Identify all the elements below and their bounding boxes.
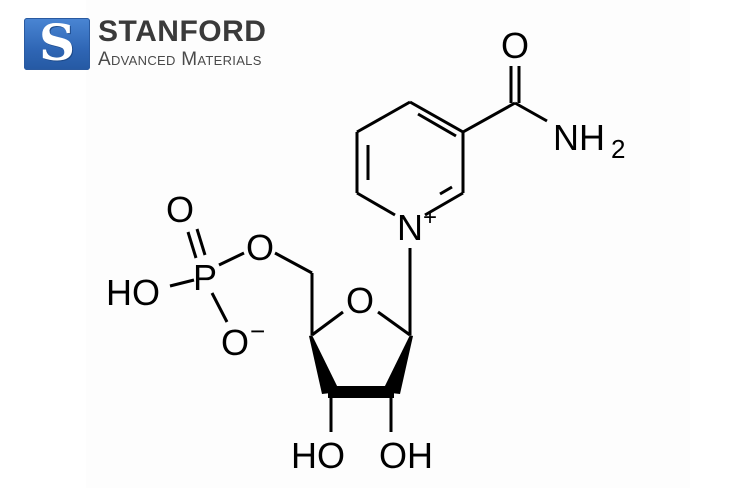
bond-p-o-double-b	[195, 228, 207, 256]
atom-ribose-ring-o: O	[346, 280, 374, 321]
bond-p-o-double-a	[186, 231, 198, 259]
atom-pyridinium-charge: +	[423, 204, 437, 231]
wedge-c1-c2	[382, 335, 413, 394]
atom-amide-nh: NH	[553, 117, 605, 158]
bond-p-ominus	[210, 292, 229, 323]
bond-ring-c5-c4	[409, 100, 464, 134]
atom-phosphate-bridge-o: O	[246, 227, 274, 268]
bond-ring-carbonyl	[462, 101, 516, 134]
bond-ring-double-inner	[417, 112, 457, 138]
atom-phosphorus: P	[193, 257, 217, 298]
diagram-background	[86, 0, 690, 488]
bond-o-p	[218, 251, 245, 267]
atom-pyridinium-n: N	[397, 207, 423, 248]
bond-ring-c6-c5	[356, 100, 411, 134]
bonds	[169, 66, 548, 432]
bond-c-n-amide	[514, 101, 548, 123]
wedge-c4-c3	[309, 335, 340, 394]
bond-p-oh	[169, 278, 195, 288]
logo-company-subtitle: Advanced Materials	[98, 49, 262, 70]
atom-carbonyl-o: O	[501, 25, 529, 66]
atom-phosphate-top-o: O	[166, 189, 194, 230]
bond-c5-o	[274, 251, 313, 275]
wedge-bonds	[309, 335, 413, 398]
bond-ring-c2-n	[424, 191, 464, 217]
atom-c2-hydroxyl: OH	[379, 435, 433, 476]
atom-phosphate-charge: −	[250, 316, 265, 346]
stanford-advanced-materials-logo: S STANFORD Advanced Materials	[24, 13, 344, 74]
atom-amide-subscript: 2	[611, 134, 625, 164]
atom-c3-hydroxyl: HO	[291, 435, 345, 476]
atom-phosphate-o-minus: O	[221, 322, 249, 363]
bond-c1-ringo	[377, 310, 411, 337]
logo-mark-letter: S	[38, 13, 76, 72]
bold-bond-c3-c2	[328, 386, 394, 398]
logo-company-name: STANFORD	[98, 15, 267, 48]
bond-ring-double-inner-2	[439, 185, 453, 196]
atom-phosphate-oh: HO	[106, 272, 160, 313]
bond-ringo-c4	[311, 310, 344, 337]
bond-ring-n-c6	[356, 191, 396, 217]
logo-mark-icon: S	[24, 13, 90, 72]
